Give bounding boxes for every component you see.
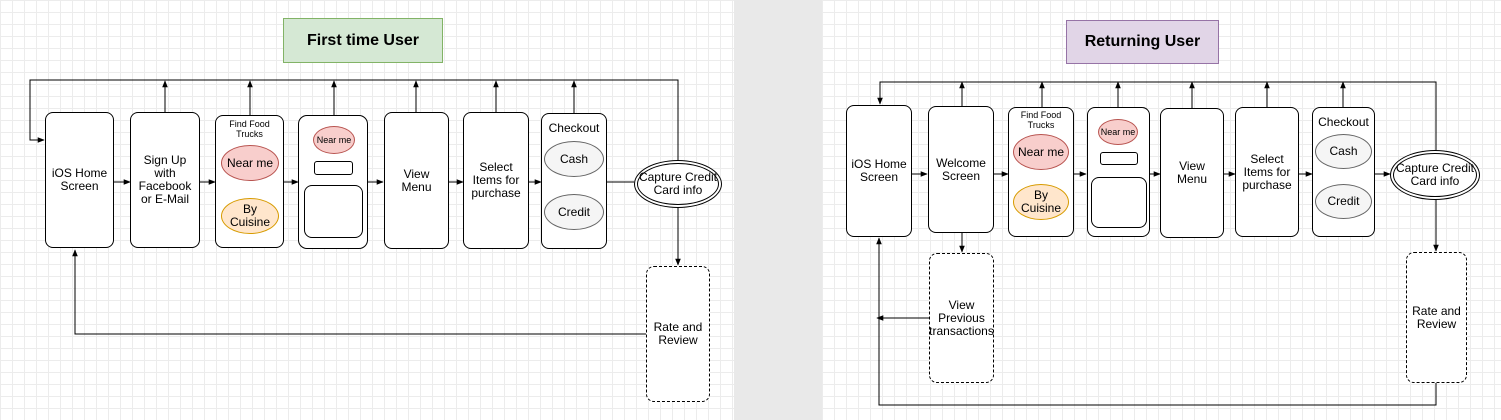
credit-option: Credit	[544, 194, 604, 230]
near-me-option: Near me	[221, 145, 279, 181]
cash-option: Cash	[544, 141, 604, 177]
welcome-screen-box: Welcome Screen	[928, 106, 994, 233]
by-cuisine-option: By Cuisine	[1013, 184, 1069, 220]
signup-box: Sign Up with Facebook or E-Mail	[130, 112, 200, 248]
view-previous-transactions-box: View Previous transactions	[929, 253, 994, 383]
home-loop-connector	[877, 81, 1437, 152]
home-loop-connector	[29, 79, 679, 160]
capture-credit-card-node: Capture Credit Card info	[1390, 150, 1480, 200]
find-food-trucks-label: Find Food Trucks	[1020, 110, 1062, 130]
capture-credit-card-node: Capture Credit Card info	[634, 160, 722, 208]
view-menu-box: View Menu	[384, 112, 449, 249]
search-field	[314, 161, 353, 175]
find-food-trucks-label: Find Food Trucks	[229, 119, 270, 139]
first-time-title: First time User	[283, 18, 443, 63]
near-me-small-button: Near me	[313, 126, 355, 154]
results-panel	[304, 185, 363, 238]
rate-and-review-box: Rate and Review	[1406, 252, 1467, 383]
checkout-label: Checkout	[1318, 115, 1369, 129]
checkout-label: Checkout	[548, 121, 600, 135]
rate-return-connector	[876, 237, 1437, 406]
near-me-small-button: Near me	[1098, 119, 1138, 145]
credit-option: Credit	[1315, 184, 1372, 219]
by-cuisine-option: By Cuisine	[221, 198, 279, 234]
ios-home-screen-box: iOS Home Screen	[846, 105, 912, 237]
results-panel	[1091, 177, 1147, 228]
ios-home-screen-box: iOS Home Screen	[45, 112, 114, 248]
search-field	[1100, 152, 1138, 165]
rate-return-connector	[72, 249, 646, 335]
select-items-box: Select Items for purchase	[463, 112, 529, 249]
view-menu-box: View Menu	[1160, 108, 1224, 238]
select-items-box: Select Items for purchase	[1235, 107, 1299, 237]
cash-option: Cash	[1315, 134, 1372, 169]
returning-user-title: Returning User	[1066, 20, 1219, 64]
rate-and-review-box: Rate and Review	[646, 266, 710, 402]
near-me-option: Near me	[1013, 134, 1069, 170]
panel-divider	[734, 0, 822, 420]
